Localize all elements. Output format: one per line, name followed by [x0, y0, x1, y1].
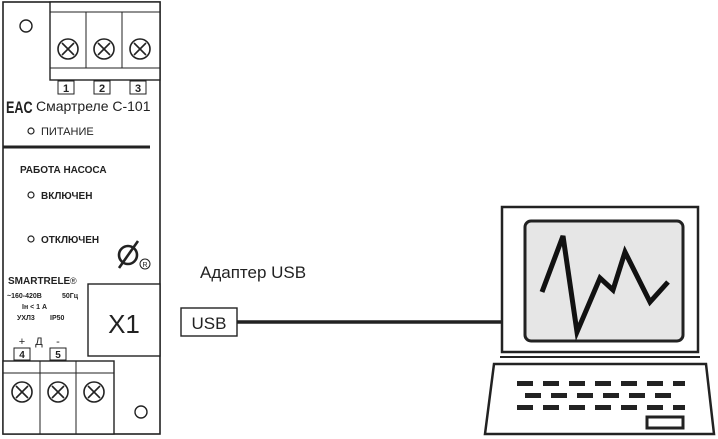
touchpad	[645, 415, 685, 430]
mount-hole-bottom-icon	[134, 405, 148, 419]
spec-ip: IP50	[50, 315, 65, 322]
spec-current: Iн < 1 А	[22, 304, 47, 311]
usb-port-label: USB	[192, 314, 227, 333]
bottom-screw-2-icon	[47, 381, 69, 403]
device-model: Смартреле С-101	[36, 98, 151, 114]
terminal-5-label: 5	[55, 350, 61, 361]
brand-symbol-icon: R	[117, 240, 151, 270]
sign-minus: -	[56, 336, 60, 348]
adapter-label: Адаптер USB	[200, 263, 306, 282]
spec-climate: УХЛ3	[17, 315, 35, 322]
svg-text:R: R	[142, 262, 147, 269]
pump-section-title: РАБОТА НАСОСА	[20, 165, 107, 176]
sign-sensor: Д	[35, 336, 43, 348]
waveform-icon	[539, 235, 670, 342]
terminal-4-label: 4	[19, 350, 25, 361]
terminal-1-label: 1	[63, 83, 69, 95]
top-screw-1-icon	[57, 38, 79, 60]
on-label: ВКЛЮЧЕН	[41, 191, 92, 202]
off-led-icon	[27, 235, 35, 243]
terminal-3-label: 3	[135, 83, 141, 95]
mount-hole-top-icon	[19, 19, 33, 33]
top-screw-2-icon	[93, 38, 115, 60]
off-label: ОТКЛЮЧЕН	[41, 235, 99, 246]
brand-registered: ®	[70, 276, 77, 286]
top-screw-3-icon	[129, 38, 151, 60]
power-led-icon	[27, 127, 35, 135]
spec-voltage: ~160-420В	[7, 293, 42, 300]
sign-plus: +	[19, 336, 25, 348]
x1-label: X1	[108, 309, 140, 339]
relay-device: 1 2 3 EAC Смартреле С-101 ПИТАНИЕ РАБОТА…	[2, 1, 161, 435]
brand-name: SMARTRELE	[8, 276, 71, 287]
on-led-icon	[27, 191, 35, 199]
bottom-screw-1-icon	[11, 381, 33, 403]
eac-mark: EAC	[6, 99, 33, 117]
x1-connector	[87, 283, 161, 357]
bottom-screw-3-icon	[83, 381, 105, 403]
spec-frequency: 50Гц	[62, 293, 79, 300]
terminal-2-label: 2	[99, 83, 105, 95]
laptop-icon	[483, 205, 716, 436]
power-label: ПИТАНИЕ	[41, 126, 94, 138]
